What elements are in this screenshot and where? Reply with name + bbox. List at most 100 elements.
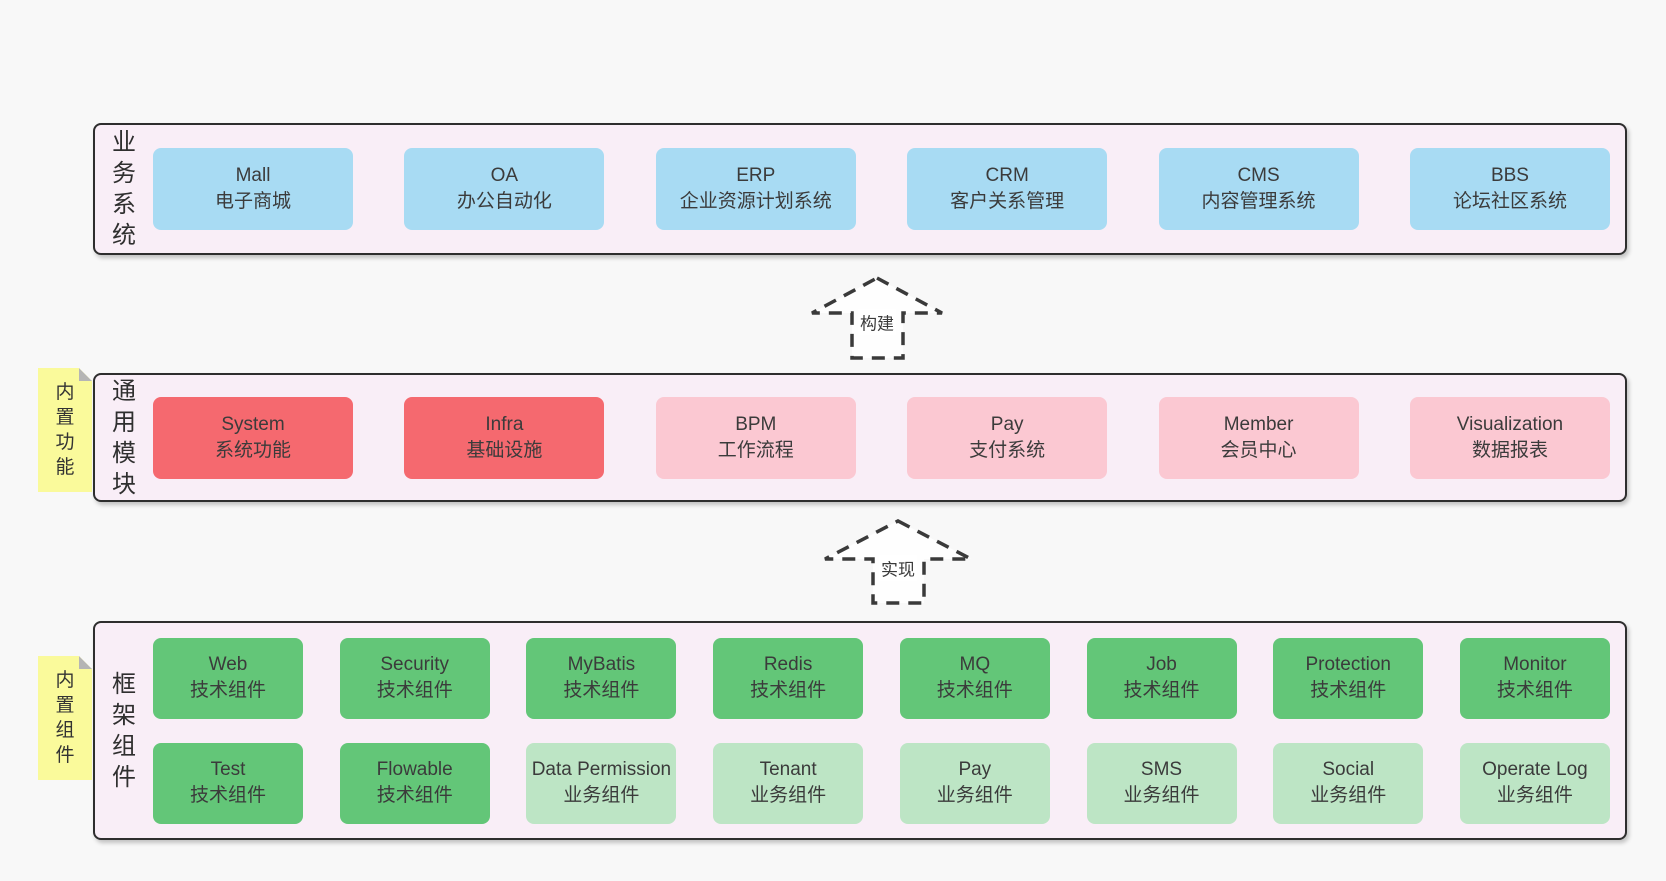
box-name: Web <box>208 654 248 675</box>
box-mq: MQ 技术组件 <box>899 637 1050 719</box>
panel-label-container: 框架组件 <box>95 623 153 838</box>
box-name: System <box>221 413 285 435</box>
box-subtitle: 技术组件 <box>189 785 266 806</box>
box-subtitle: 业务组件 <box>1123 785 1200 806</box>
box-name: SMS <box>1140 759 1183 780</box>
box-protection: Protection 技术组件 <box>1273 637 1424 719</box>
box-subtitle: 数据报表 <box>1471 439 1548 461</box>
box-subtitle: 办公自动化 <box>456 191 552 212</box>
box-oa: OA 办公自动化 <box>404 148 605 230</box>
box-subtitle: 技术组件 <box>1123 680 1200 701</box>
box-monitor: Monitor 技术组件 <box>1459 637 1610 719</box>
box-name: Infra <box>485 413 524 435</box>
framework-components-panel: 框架组件 Web 技术组件 Security 技术组件 MyBatis 技术组件 Redis… <box>93 621 1627 840</box>
box-subtitle: 技术组件 <box>376 785 453 806</box>
box-name: OA <box>490 165 519 186</box>
box-security: Security 技术组件 <box>339 637 490 719</box>
box-subtitle: 支付系统 <box>969 439 1046 461</box>
box-name: BBS <box>1490 165 1529 186</box>
box-flowable: Flowable 技术组件 <box>339 742 490 824</box>
box-name: Visualization <box>1456 413 1564 435</box>
box-data-permission: Data Permission 业务组件 <box>526 742 677 824</box>
sticky-note-built-in-components: 内置组件 <box>38 656 92 780</box>
box-erp: ERP 企业资源计划系统 <box>655 148 856 230</box>
box-name: Tenant <box>759 759 817 780</box>
sticky-note-label: 内置组件 <box>55 670 75 766</box>
sticky-note-label: 内置功能 <box>55 382 75 478</box>
box-infra: Infra 基础设施 <box>404 396 605 479</box>
box-name: Flowable <box>376 759 453 780</box>
box-name: MyBatis <box>567 654 636 675</box>
box-subtitle: 基础设施 <box>466 439 543 461</box>
box-subtitle: 论坛社区系统 <box>1452 191 1567 212</box>
box-name: Pay <box>958 759 992 780</box>
box-name: BPM <box>735 413 777 435</box>
box-job: Job 技术组件 <box>1086 637 1237 719</box>
box-bpm: BPM 工作流程 <box>655 396 856 479</box>
box-system: System 系统功能 <box>153 396 353 479</box>
box-web: Web 技术组件 <box>153 637 303 719</box>
box-bbs: BBS 论坛社区系统 <box>1409 148 1610 230</box>
box-name: Social <box>1322 759 1375 780</box>
box-subtitle: 内容管理系统 <box>1201 191 1316 212</box>
box-name: Test <box>210 759 246 780</box>
box-mybatis: MyBatis 技术组件 <box>526 637 677 719</box>
box-pay: Pay 业务组件 <box>899 742 1050 824</box>
box-name: CRM <box>985 165 1029 186</box>
box-name: Security <box>380 654 450 675</box>
box-subtitle: 技术组件 <box>189 680 266 701</box>
box-tenant: Tenant 业务组件 <box>713 742 864 824</box>
box-name: MQ <box>959 654 991 675</box>
panel-label: 业务系统 <box>112 129 136 249</box>
box-subtitle: 业务组件 <box>1310 785 1387 806</box>
box-subtitle: 技术组件 <box>376 680 453 701</box>
box-subtitle: 技术组件 <box>563 680 640 701</box>
box-visualization: Visualization 数据报表 <box>1409 396 1610 479</box>
box-crm: CRM 客户关系管理 <box>907 148 1108 230</box>
box-subtitle: 技术组件 <box>936 680 1013 701</box>
panel-label-container: 业务系统 <box>95 125 153 253</box>
common-modules-panel: 通用模块 System 系统功能 Infra 基础设施 BPM 工作流程 Pay 支付系统 Me… <box>93 373 1627 502</box>
box-social: Social 业务组件 <box>1273 742 1424 824</box>
box-subtitle: 业务组件 <box>750 785 827 806</box>
box-name: Operate Log <box>1482 759 1588 780</box>
box-subtitle: 系统功能 <box>214 439 291 461</box>
box-subtitle: 电子商城 <box>214 191 291 212</box>
sticky-note-built-in-features: 内置功能 <box>38 368 92 492</box>
business-boxes-row: Mall 电子商城 OA 办公自动化 ERP 企业资源计划系统 CRM 客户关系管理 CMS 内容… <box>153 125 1625 253</box>
box-subtitle: 会员中心 <box>1220 439 1297 461</box>
box-subtitle: 技术组件 <box>1496 680 1573 701</box>
box-subtitle: 业务组件 <box>936 785 1013 806</box>
box-test: Test 技术组件 <box>153 742 303 824</box>
box-cms: CMS 内容管理系统 <box>1158 148 1359 230</box>
box-subtitle: 工作流程 <box>717 439 794 461</box>
box-name: Mall <box>235 165 271 186</box>
box-name: Monitor <box>1503 654 1567 675</box>
box-name: Protection <box>1305 654 1391 675</box>
box-name: Pay <box>990 413 1024 435</box>
box-pay: Pay 支付系统 <box>907 396 1108 479</box>
arrow-implement-label: 实现 <box>879 554 917 582</box>
box-subtitle: 技术组件 <box>1310 680 1387 701</box>
box-name: Job <box>1146 654 1177 675</box>
box-subtitle: 业务组件 <box>563 785 640 806</box>
panel-label: 通用模块 <box>112 377 136 498</box>
box-name: CMS <box>1237 165 1280 186</box>
box-sms: SMS 业务组件 <box>1086 742 1237 824</box>
box-name: ERP <box>736 165 776 186</box>
box-subtitle: 企业资源计划系统 <box>679 191 832 212</box>
panel-label: 框架组件 <box>112 670 136 791</box>
box-name: Redis <box>763 654 813 675</box>
box-name: Data Permission <box>531 759 672 780</box>
box-mall: Mall 电子商城 <box>153 148 353 230</box>
panel-label-container: 通用模块 <box>95 375 153 500</box>
box-subtitle: 客户关系管理 <box>950 191 1065 212</box>
